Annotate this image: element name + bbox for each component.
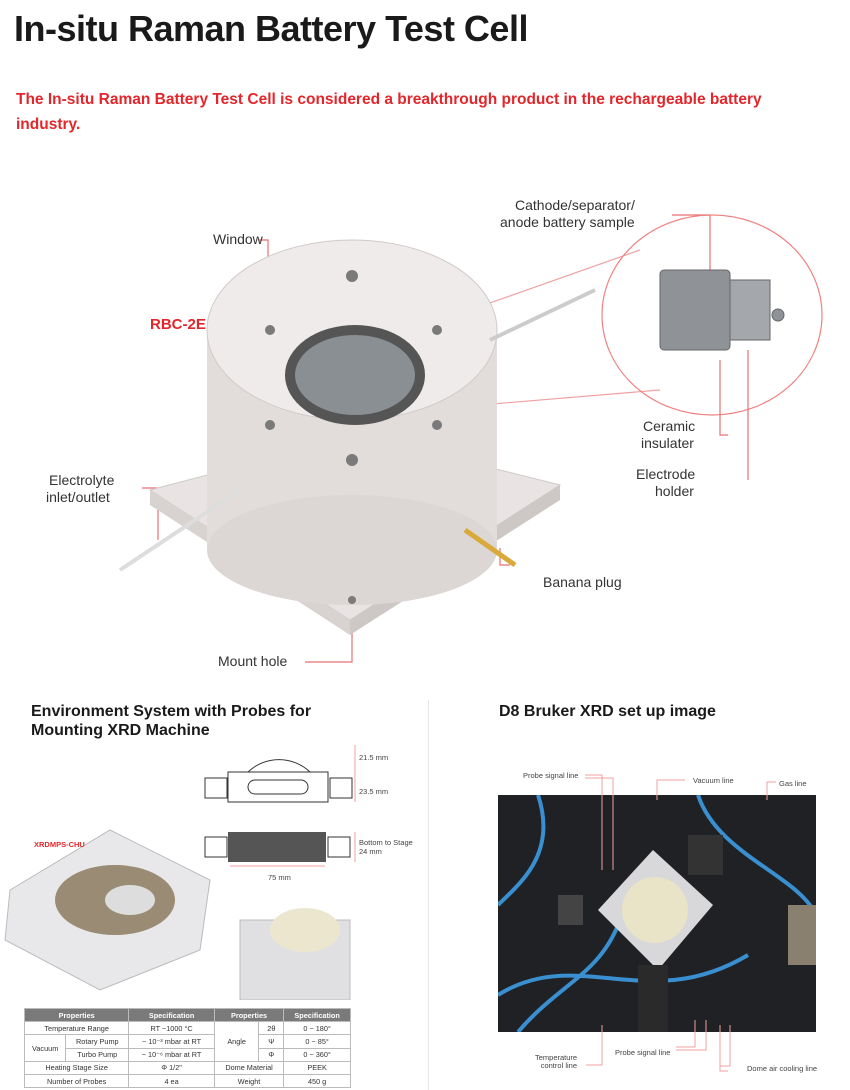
label-vacuum-line: Vacuum line (693, 776, 734, 785)
label-dome-air-cooling: Dome air cooling line (747, 1064, 818, 1073)
dim-stage-2: 24 mm (359, 847, 382, 856)
env-model-label: XRDMPS-CHU (34, 840, 85, 849)
label-inlet-1: Electrolyte (49, 472, 115, 488)
dim-stage-1: Bottom to Stage (359, 838, 413, 847)
label-temp-control-2: control line (540, 1061, 577, 1070)
label-mount-hole: Mount hole (218, 653, 288, 669)
page-title: In-situ Raman Battery Test Cell (14, 8, 528, 49)
dim-body-height: 23.5 mm (359, 787, 389, 796)
label-holder-2: holder (655, 483, 694, 499)
intro-text: The In-situ Raman Battery Test Cell is c… (16, 91, 762, 133)
label-sample-2: anode battery sample (500, 214, 635, 230)
label-temp-control-1: Temperature (535, 1053, 578, 1062)
label-gas-line: Gas line (779, 779, 807, 788)
label-sample-1: Cathode/separator/ (515, 197, 635, 213)
label-ceramic-1: Ceramic (643, 418, 696, 434)
label-probe-signal-bottom: Probe signal line (615, 1048, 671, 1057)
label-window: Window (213, 231, 263, 247)
env-heading-1: Environment System with Probes for (31, 703, 312, 720)
model-label: RBC-2E (150, 316, 206, 333)
test-cell-illustration (118, 214, 823, 663)
dim-dome-height: 21.5 mm (359, 753, 389, 762)
xrd-callout-lines (585, 774, 776, 1072)
label-banana-plug: Banana plug (543, 574, 622, 590)
label-ceramic-2: insulater (641, 435, 694, 451)
xrd-heading: D8 Bruker XRD set up image (499, 703, 716, 720)
xrd-setup-photo (496, 794, 818, 1034)
dim-width: 75 mm (268, 873, 291, 882)
label-probe-signal-top: Probe signal line (523, 771, 579, 780)
env-heading-2: Mounting XRD Machine (31, 722, 210, 739)
section-divider (428, 700, 429, 1090)
label-inlet-2: inlet/outlet (46, 489, 110, 505)
label-holder-1: Electrode (636, 466, 696, 482)
env-system-drawings (4, 745, 356, 1000)
